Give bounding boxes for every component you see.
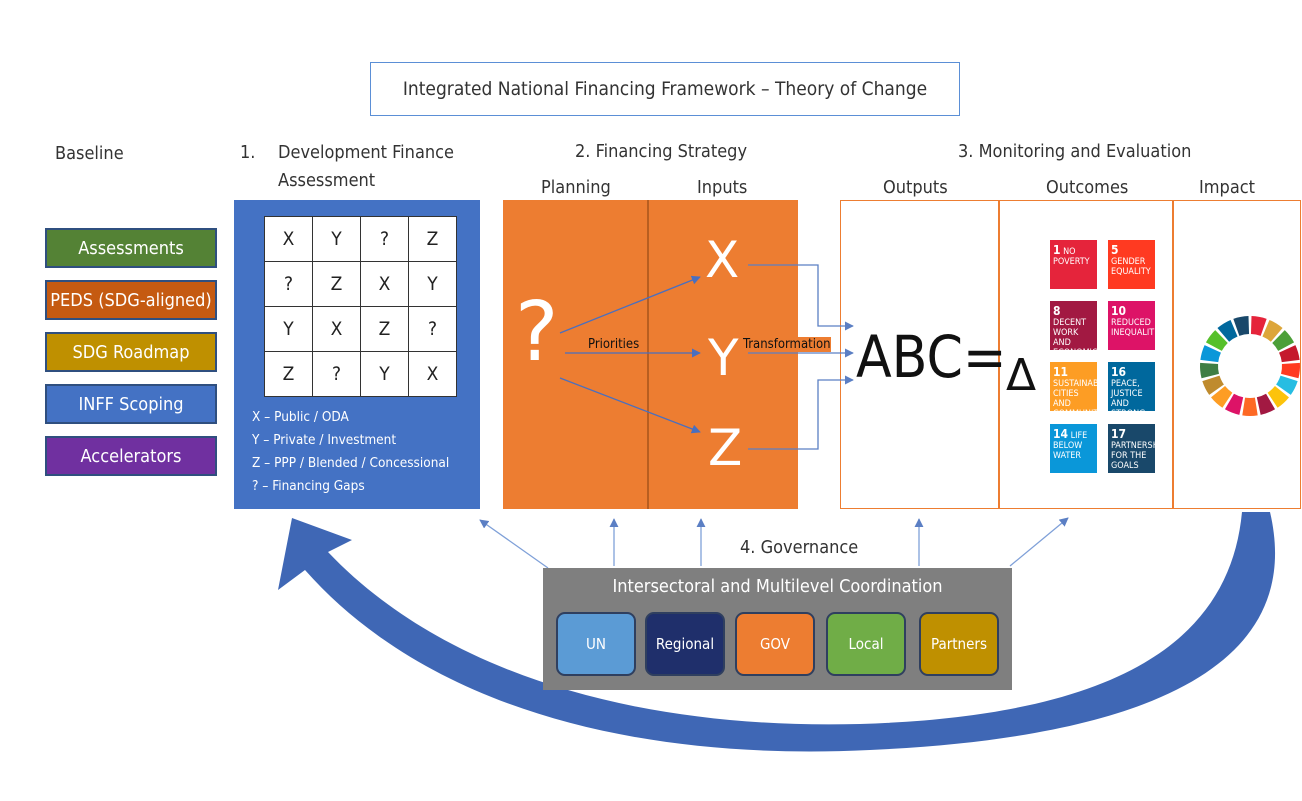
legend-item: X – Public / ODA xyxy=(252,409,349,425)
matrix-cell: X xyxy=(360,261,409,307)
arrow-to-z xyxy=(559,377,701,434)
legend-item: Z – PPP / Blended / Concessional xyxy=(252,455,450,471)
matrix-cell: X xyxy=(264,216,313,262)
governance-panel-title: Intersectoral and Multilevel Coordinatio… xyxy=(612,576,943,597)
sdg-wheel-segment xyxy=(1267,386,1289,408)
sdg-wheel-segment xyxy=(1205,330,1228,351)
planning-label: Planning xyxy=(541,177,611,198)
planning-inputs-divider xyxy=(647,200,649,509)
sdg-tile: 11 SUSTAINABLE CITIES AND COMMUNITIES xyxy=(1050,362,1111,419)
outputs-outcomes-divider xyxy=(998,200,1000,509)
actor-un: UN xyxy=(556,612,636,676)
sdg-wheel-segment xyxy=(1276,375,1298,395)
sdg-tile: 10 REDUCED INEQUALITIES xyxy=(1108,301,1167,350)
planning-question-mark: ? xyxy=(515,285,559,380)
baseline-sdg-roadmap-box: SDG Roadmap xyxy=(45,332,217,372)
sdg-text: SUSTAINABLE CITIES AND COMMUNITIES xyxy=(1053,379,1111,419)
dfa-number: 1. xyxy=(240,142,256,163)
outputs-label: Outputs xyxy=(883,177,948,198)
arrow-to-x xyxy=(559,275,701,334)
sdg-wheel-segment xyxy=(1211,386,1233,408)
sdg-tile: 1 NO POVERTY xyxy=(1050,240,1097,289)
sdg-wheel-segment xyxy=(1200,362,1219,379)
matrix-cell: X xyxy=(408,351,457,397)
sdg-wheel-segment xyxy=(1279,345,1300,363)
actor-regional: Regional xyxy=(645,612,725,676)
legend-item: ? – Financing Gaps xyxy=(252,478,365,494)
transformation-label: Transformation xyxy=(743,337,831,352)
sdg-text: REDUCED INEQUALITIES xyxy=(1111,318,1167,338)
priorities-label: Priorities xyxy=(588,337,640,352)
page-title: Integrated National Financing Framework … xyxy=(370,62,960,116)
gov-arrow-dfa xyxy=(479,519,549,569)
sdg-text: NO POVERTY xyxy=(1053,247,1090,267)
actor-partners: Partners xyxy=(919,612,999,676)
feedback-loop-arrow xyxy=(278,512,1276,752)
input-y: Y xyxy=(708,329,739,387)
impact-label: Impact xyxy=(1199,177,1256,198)
sdg-wheel-segment xyxy=(1262,319,1283,342)
sdg-wheel-segment xyxy=(1233,316,1250,336)
dfa-legend: X – Public / ODA Y – Private / Investmen… xyxy=(252,406,449,498)
actor-gov: GOV xyxy=(735,612,815,676)
actor-local: Local xyxy=(826,612,906,676)
sdg-text: GENDER EQUALITY xyxy=(1111,257,1151,277)
matrix-cell: Y xyxy=(312,216,361,262)
baseline-accelerators-box: Accelerators xyxy=(45,436,217,476)
sdg-wheel-segment xyxy=(1242,397,1258,416)
arrow-z-to-outputs xyxy=(748,375,854,450)
matrix-cell: Z xyxy=(312,261,361,307)
matrix-cell: X xyxy=(312,306,361,352)
sdg-tile: 5 GENDER EQUALITY xyxy=(1108,240,1155,289)
sdg-num: 14 xyxy=(1053,427,1069,441)
sdg-num: 1 xyxy=(1053,243,1061,257)
governance-heading: 4. Governance xyxy=(740,537,859,558)
gov-arrow-outcomes xyxy=(1009,517,1069,567)
matrix-cell: ? xyxy=(360,216,409,262)
sdg-tile: 14 LIFE BELOW WATER xyxy=(1050,424,1097,473)
sdg-wheel-segment xyxy=(1250,316,1267,336)
monitoring-heading: 3. Monitoring and Evaluation xyxy=(958,141,1192,162)
sdg-tile: 17 PARTNERSHIPS FOR THE GOALS xyxy=(1108,424,1171,473)
baseline-inff-scoping-box: INFF Scoping xyxy=(45,384,217,424)
sdg-wheel-segment xyxy=(1272,330,1295,351)
sdg-num: 10 xyxy=(1111,304,1127,318)
dfa-heading-line2: Assessment xyxy=(278,170,376,191)
input-z: Z xyxy=(708,419,743,477)
dfa-heading-line1: Development Finance xyxy=(278,142,455,163)
delta-symbol: Δ xyxy=(1006,350,1037,401)
matrix-cell: Y xyxy=(408,261,457,307)
sdg-num: 8 xyxy=(1053,304,1061,318)
inputs-label: Inputs xyxy=(697,177,748,198)
sdg-num: 17 xyxy=(1111,427,1127,441)
outcomes-label: Outcomes xyxy=(1046,177,1129,198)
baseline-peds-box: PEDS (SDG-aligned) xyxy=(45,280,217,320)
outputs-equation: ABC= xyxy=(856,323,1007,391)
input-x: X xyxy=(705,231,740,289)
dfa-matrix: X Y ? Z ? Z X Y Y X Z ? Z ? Y X xyxy=(264,216,457,397)
outcomes-impact-divider xyxy=(1172,200,1174,509)
dfa-panel: X Y ? Z ? Z X Y Y X Z ? Z ? Y X X – Publ… xyxy=(234,200,480,509)
matrix-cell: Y xyxy=(264,306,313,352)
sdg-text: PARTNERSHIPS FOR THE GOALS xyxy=(1111,441,1172,471)
matrix-cell: Z xyxy=(264,351,313,397)
sdg-wheel-segment xyxy=(1202,375,1224,395)
sdg-wheel-segment xyxy=(1200,345,1221,363)
sdg-wheel-segment xyxy=(1217,319,1238,342)
sdg-text: LIFE BELOW WATER xyxy=(1053,431,1088,461)
legend-item: Y – Private / Investment xyxy=(252,432,397,448)
financing-strategy-panel xyxy=(503,200,798,509)
sdg-wheel-segment xyxy=(1256,393,1276,415)
sdg-wheel-segment xyxy=(1224,393,1244,415)
arrow-x-to-outputs xyxy=(748,264,854,331)
sdg-num: 5 xyxy=(1111,243,1119,257)
sdg-num: 16 xyxy=(1111,365,1127,379)
sdg-wheel-segment xyxy=(1281,362,1300,379)
sdg-num: 11 xyxy=(1053,365,1069,379)
baseline-heading: Baseline xyxy=(55,143,124,164)
baseline-assessments-box: Assessments xyxy=(45,228,217,268)
financing-strategy-heading: 2. Financing Strategy xyxy=(575,141,748,162)
sdg-wheel-icon xyxy=(1200,316,1300,416)
